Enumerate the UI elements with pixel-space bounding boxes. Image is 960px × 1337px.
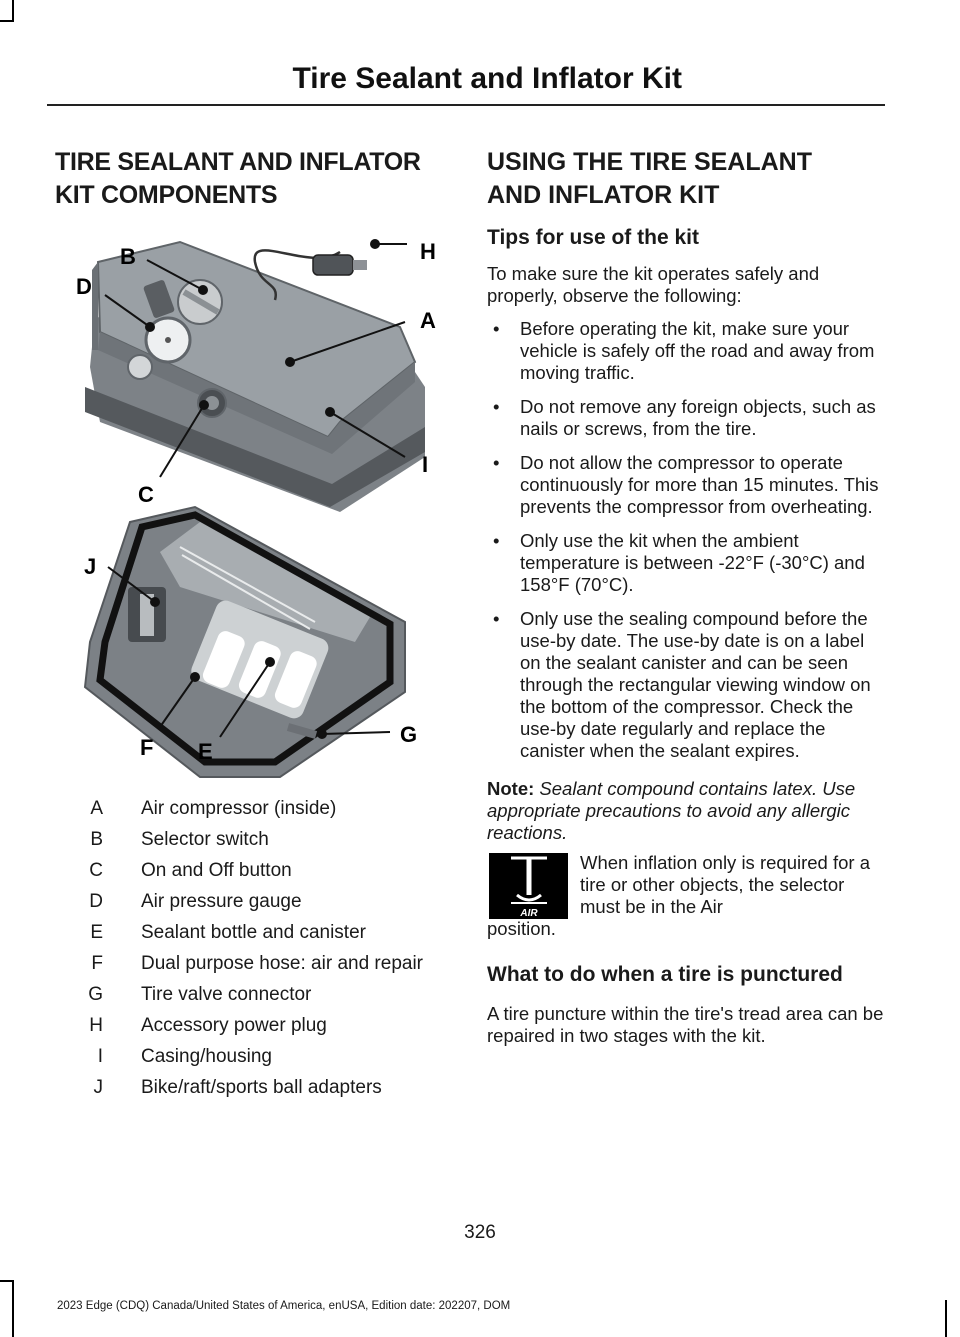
legend-letter: E [90, 922, 103, 943]
bullet-item: • Only use the kit when the ambient tempe… [487, 530, 882, 596]
header-rule [47, 104, 885, 106]
bullet-item: • Do not remove any foreign objects, such… [487, 396, 882, 440]
crop-mark-top-left-v [12, 0, 14, 22]
callout-label-G: G [400, 722, 417, 747]
subheading-tips: Tips for use of the kit [487, 226, 699, 249]
puncture-paragraph: A tire puncture within the tire's tread … [487, 1003, 884, 1046]
crop-mark-bottom-right-v [945, 1300, 947, 1337]
page-header-title: Tire Sealant and Inflator Kit [292, 62, 682, 95]
callout-label-D: D [76, 274, 92, 299]
page-number: 326 [464, 1222, 496, 1243]
crop-mark-bottom-left-h [0, 1280, 14, 1282]
legend-text: Selector switch [141, 829, 269, 850]
legend-row: J Bike/raft/sports ball adapters [55, 1077, 455, 1108]
legend-letter: H [89, 1015, 103, 1036]
legend-text: Tire valve connector [141, 984, 312, 1005]
legend-row: G Tire valve connector [55, 984, 455, 1015]
legend-letter: I [97, 1046, 103, 1067]
bullet-glyph: • [493, 608, 500, 629]
legend-row: H Accessory power plug [55, 1015, 455, 1046]
crop-mark-bottom-left-v [12, 1280, 14, 1337]
intro-paragraph: To make sure the kit operates safely and… [487, 263, 820, 306]
callout-label-I: I [422, 452, 428, 477]
callout-label-H: H [420, 239, 436, 264]
bullet-glyph: • [493, 452, 500, 473]
legend-row: F Dual purpose hose: air and repair [55, 953, 455, 984]
legend-row: A Air compressor (inside) [55, 798, 455, 829]
bullet-item: • Before operating the kit, make sure you… [487, 318, 882, 384]
legend-letter: G [88, 984, 103, 1005]
subheading-puncture: What to do when a tire is punctured [487, 963, 843, 986]
crop-mark-top-left-h [0, 20, 14, 22]
tray-unit [83, 505, 406, 778]
legend-row: I Casing/housing [55, 1046, 455, 1077]
heading-line: USING THE TIRE SEALANT [487, 148, 813, 176]
legend-letter: B [90, 829, 103, 850]
tips-bullet-list: • Before operating the kit, make sure you… [487, 318, 882, 774]
callout-label-F: F [140, 735, 153, 760]
heading-line: KIT COMPONENTS [55, 181, 278, 209]
legend-text: Bike/raft/sports ball adapters [141, 1077, 382, 1098]
bullet-text: Before operating the kit, make sure your… [520, 318, 875, 383]
note-label: Note: [487, 778, 535, 799]
bullet-glyph: • [493, 530, 500, 551]
heading-line: TIRE SEALANT AND INFLATOR [55, 148, 421, 176]
legend-row: B Selector switch [55, 829, 455, 860]
air-icon-label: AIR [519, 908, 538, 919]
bullet-text: Do not remove any foreign objects, such … [520, 396, 876, 439]
callout-label-A: A [420, 308, 436, 333]
legend-text: Sealant bottle and canister [141, 922, 366, 943]
legend-text: On and Off button [141, 860, 292, 881]
air-position-text-end: position. [487, 918, 556, 939]
legend-row: C On and Off button [55, 860, 455, 891]
air-position-text: When inflation only is required for a ti… [580, 852, 870, 917]
legend-letter: D [89, 891, 103, 912]
bullet-glyph: • [493, 396, 500, 417]
legend-text: Air compressor (inside) [141, 798, 337, 819]
kit-components-illustration: B D H A I C J F E G [76, 239, 436, 778]
bullet-text: Do not allow the compressor to operate c… [520, 452, 879, 517]
legend-text: Air pressure gauge [141, 891, 302, 912]
legend-text: Casing/housing [141, 1046, 272, 1067]
latex-note: Note: Sealant compound contains latex. U… [487, 778, 882, 844]
bullet-item: • Do not allow the compressor to operate … [487, 452, 882, 518]
air-selector-icon: AIR [489, 853, 568, 919]
bullet-item: • Only use the sealing compound before th… [487, 608, 882, 762]
section-heading-components: TIRE SEALANT AND INFLATOR KIT COMPONENTS [55, 146, 421, 212]
footer-edition: 2023 Edge (CDQ) Canada/United States of … [57, 1300, 511, 1312]
legend-letter: A [90, 798, 103, 819]
bullet-text: Only use the kit when the ambient temper… [520, 530, 865, 595]
legend-row: E Sealant bottle and canister [55, 922, 455, 953]
legend-text: Dual purpose hose: air and repair [141, 953, 424, 974]
callout-label-C: C [138, 482, 154, 507]
section-heading-using-kit: USING THE TIRE SEALANT AND INFLATOR KIT [487, 146, 812, 212]
legend-letter: J [93, 1077, 104, 1098]
legend-letter: F [91, 953, 103, 974]
heading-line: AND INFLATOR KIT [487, 181, 720, 209]
callout-label-B: B [120, 244, 136, 269]
legend-letter: C [89, 860, 103, 881]
callout-label-E: E [198, 739, 213, 764]
bullet-text: Only use the sealing compound before the… [520, 608, 871, 761]
compressor-unit [85, 240, 425, 512]
legend-row: D Air pressure gauge [55, 891, 455, 922]
legend-text: Accessory power plug [141, 1015, 327, 1036]
bullet-glyph: • [493, 318, 500, 339]
components-legend: A Air compressor (inside) B Selector switc… [55, 798, 455, 1108]
note-text: Sealant compound contains latex. Use app… [487, 778, 856, 843]
callout-label-J: J [84, 554, 96, 579]
